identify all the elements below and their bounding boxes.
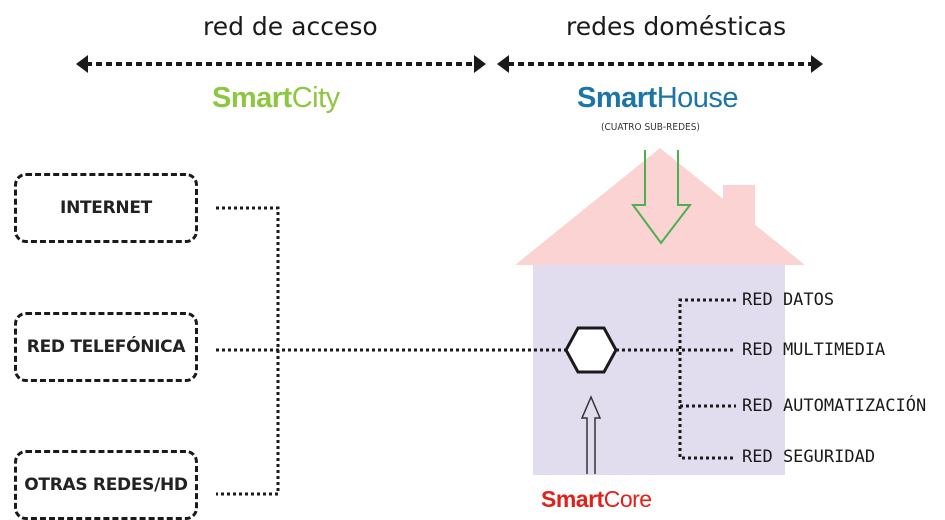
- home-range-arrow: [497, 55, 823, 73]
- house-chimney: [723, 185, 755, 230]
- network-label-automation: RED AUTOMATIZACIÓN: [742, 396, 927, 416]
- network-connectors: [616, 298, 736, 460]
- source-box-other-networks: OTRAS REDES/HD: [14, 450, 198, 520]
- house-roof: [515, 148, 805, 265]
- access-network-label: red de acceso: [203, 12, 378, 41]
- smartcity-logo: SmartCity: [212, 82, 340, 114]
- source-connectors: [216, 206, 567, 496]
- network-label-data: RED DATOS: [742, 290, 835, 310]
- down-arrow-icon: [631, 150, 693, 245]
- source-box-internet: INTERNET: [14, 173, 198, 243]
- house-body: [533, 265, 785, 475]
- smarthouse-subnets-note: (CUATRO SUB-REDES): [601, 122, 700, 133]
- access-range-arrow: [76, 55, 486, 73]
- network-label-multimedia: RED MULTIMEDIA: [742, 340, 886, 360]
- source-box-telephone: RED TELEFÓNICA: [14, 312, 198, 382]
- home-networks-label: redes domésticas: [566, 12, 787, 41]
- smarthouse-logo: SmartHouse: [577, 82, 739, 114]
- smartcore-hub-icon: [564, 326, 618, 374]
- network-label-security: RED SEGURIDAD: [742, 447, 876, 467]
- up-arrow-icon: [580, 395, 602, 474]
- smartcore-logo: SmartCore: [541, 486, 652, 512]
